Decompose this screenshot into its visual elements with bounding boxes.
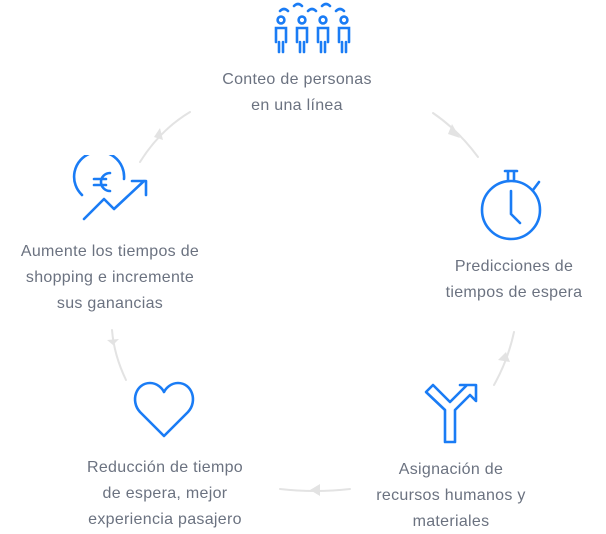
label-line: Reducción de tiempo xyxy=(86,459,244,476)
label-line: Aumente los tiempos de xyxy=(20,243,200,260)
step-label-4: Reducción de tiempo de espera, mejor exper… xyxy=(87,455,243,533)
step-label-1: Conteo de personas en una línea xyxy=(222,67,372,119)
arrowhead-2 xyxy=(498,352,510,362)
arrowhead-5 xyxy=(154,128,163,140)
step-label-2: Predicciones de tiempos de espera xyxy=(446,254,583,306)
label-line: recursos humanos y xyxy=(376,487,526,504)
stopwatch-icon xyxy=(480,169,542,241)
arc-4 xyxy=(111,329,127,381)
arrowhead-1 xyxy=(448,124,460,138)
step-label-3: Asignación de recursos humanos y materiale… xyxy=(376,457,525,534)
label-line: materiales xyxy=(412,513,490,530)
arrowhead-3 xyxy=(310,484,320,496)
label-line: experiencia pasajero xyxy=(88,511,242,528)
arrowhead-4 xyxy=(107,339,119,345)
label-line: Conteo de personas xyxy=(222,71,372,88)
split-arrow-icon xyxy=(424,383,478,444)
label-line: en una línea xyxy=(251,97,343,114)
label-line: tiempos de espera xyxy=(445,284,583,301)
people-queue-icon xyxy=(274,2,351,54)
euro-growth-icon xyxy=(72,155,148,221)
label-line: shopping e incremente xyxy=(25,269,195,286)
label-line: de espera, mejor xyxy=(102,485,228,502)
arc-5 xyxy=(139,111,191,163)
label-line: Predicciones de xyxy=(454,258,574,275)
step-label-5: Aumente los tiempos de shopping e increme… xyxy=(21,239,199,317)
label-line: sus ganancias xyxy=(56,295,164,312)
heart-icon xyxy=(133,381,195,438)
label-line: Asignación de xyxy=(398,461,504,478)
